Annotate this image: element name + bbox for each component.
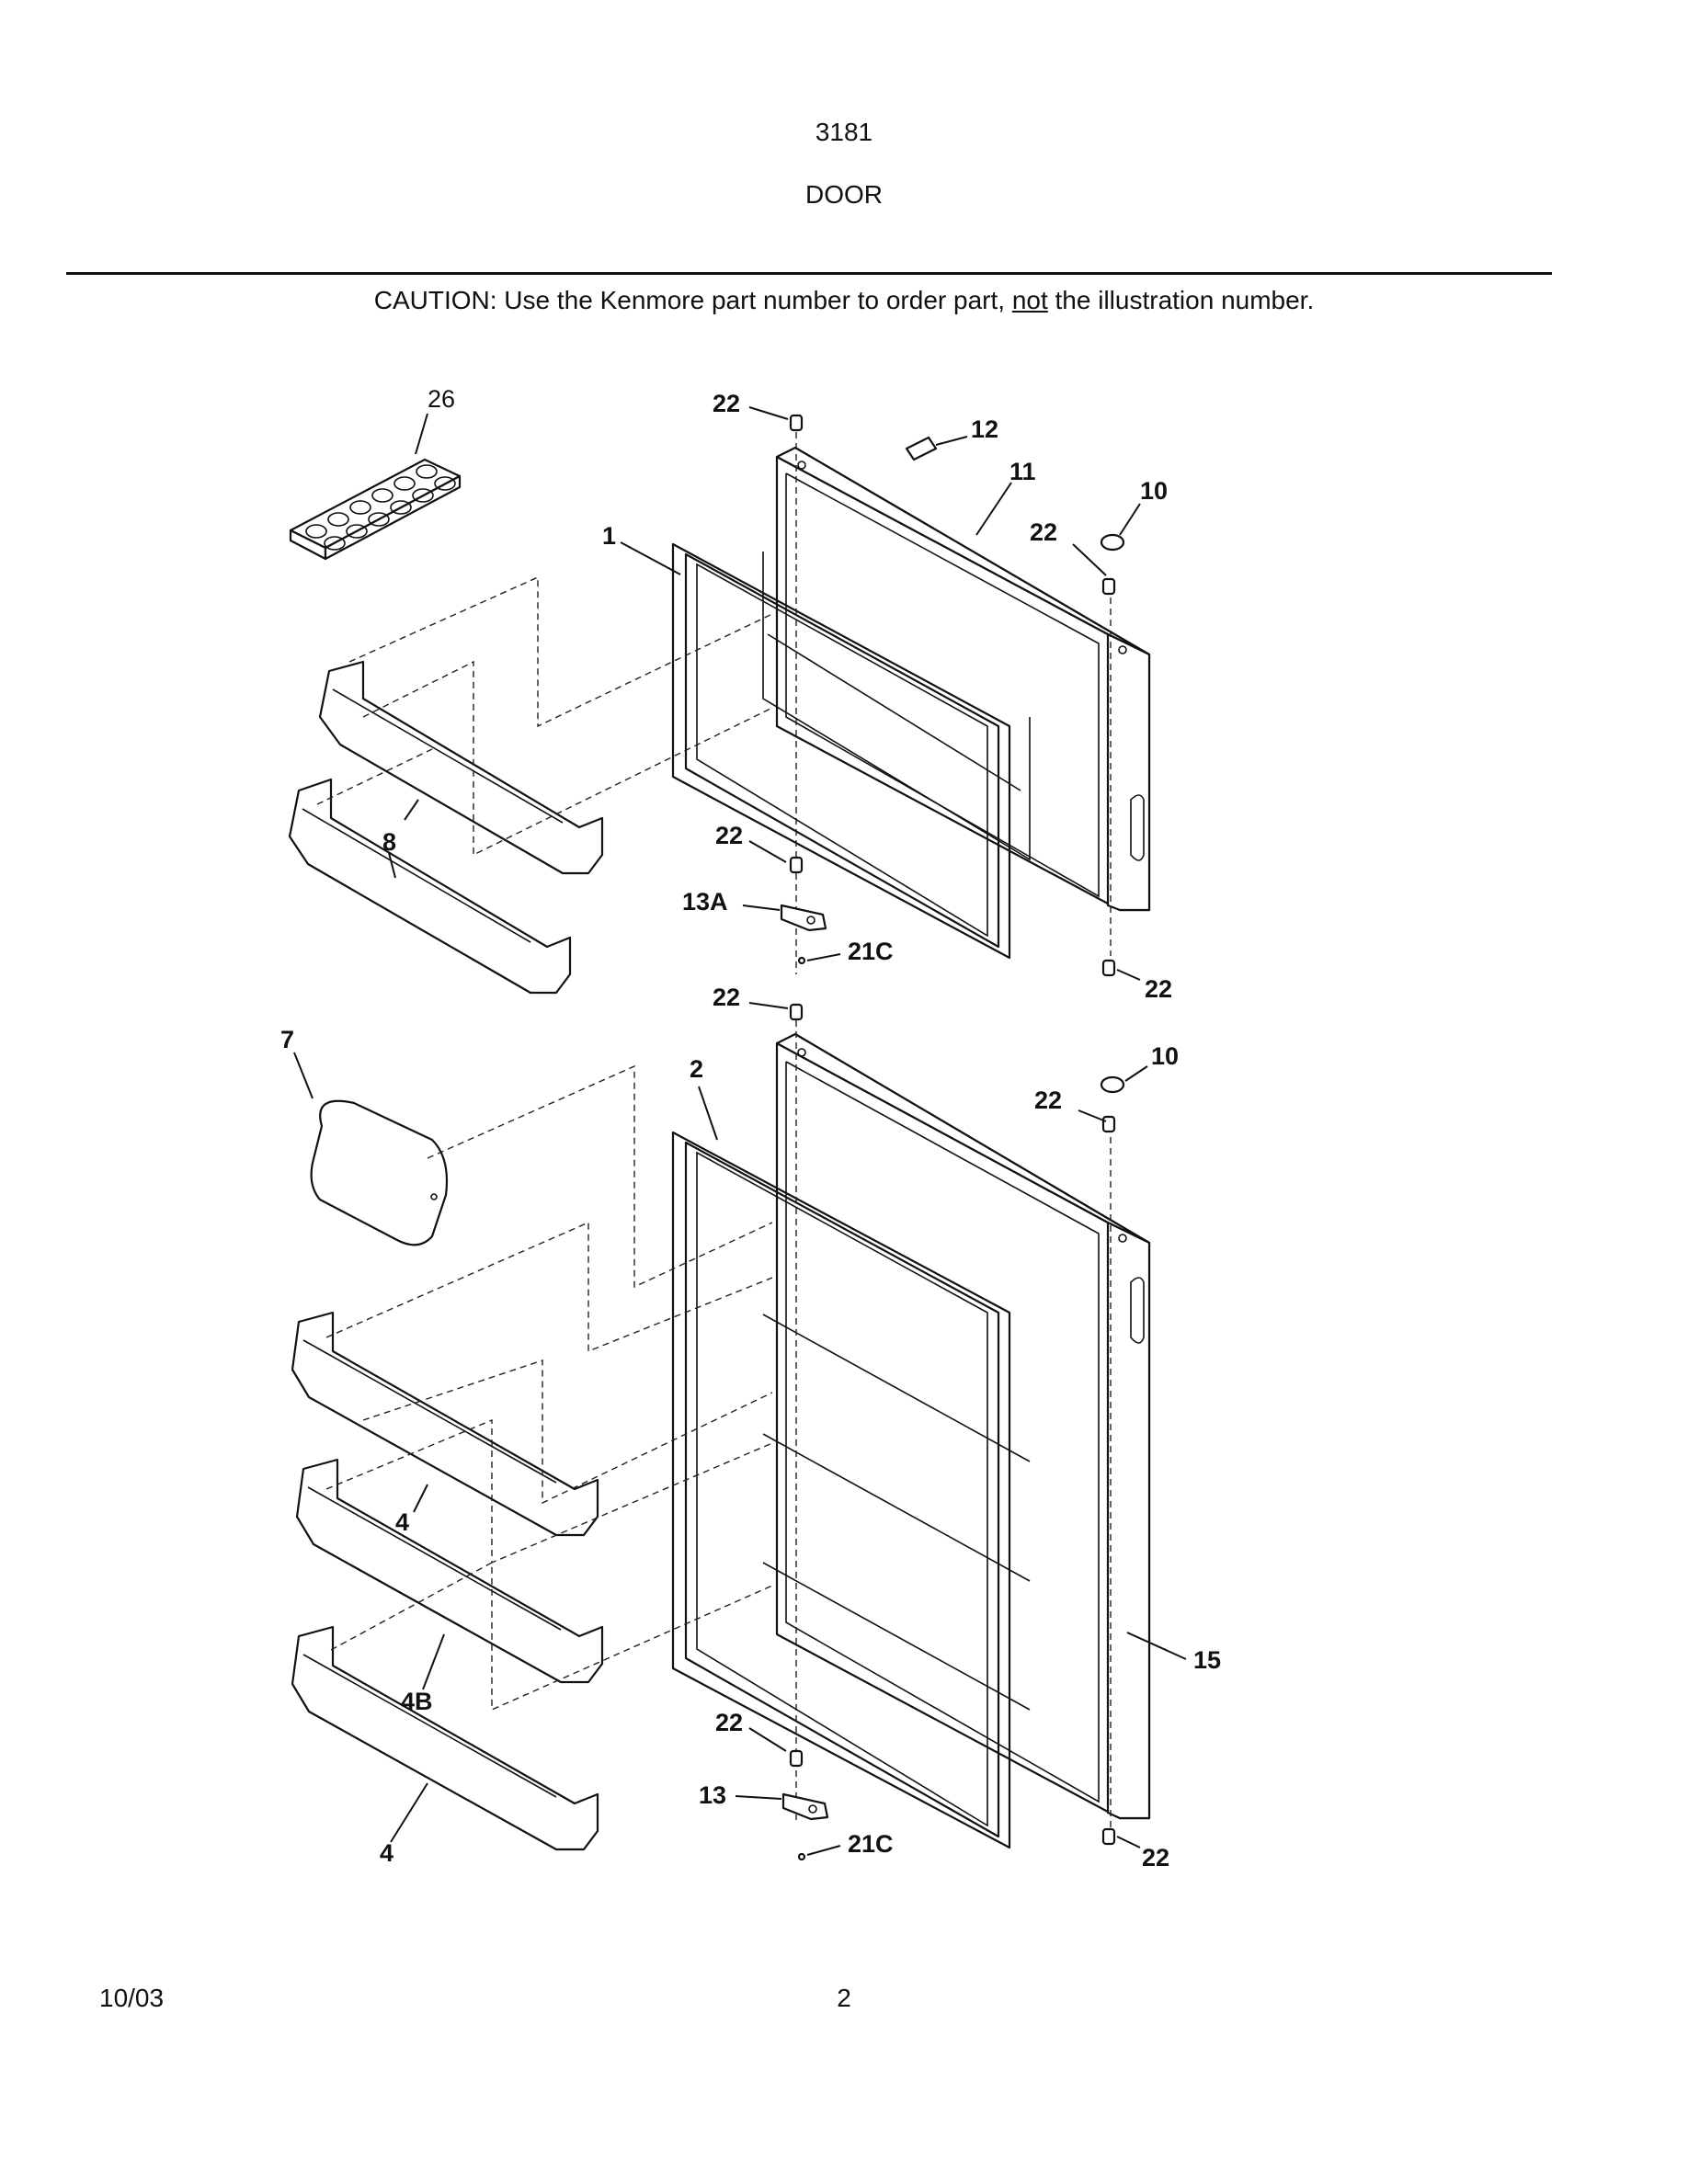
door-shelf-part-1: [318, 660, 604, 875]
callout-8: 8: [382, 828, 396, 856]
door-shelf-part-2: [288, 778, 572, 995]
callout-1: 1: [602, 522, 616, 550]
caution-suffix: the illustration number.: [1047, 286, 1315, 314]
callout-22-freezer-bottom: 22: [1145, 975, 1172, 1003]
callout-10-lower: 10: [1151, 1042, 1179, 1070]
callout-22-lower-right: 22: [1034, 1086, 1062, 1114]
callout-13: 13: [699, 1781, 726, 1809]
callout-15: 15: [1193, 1646, 1221, 1674]
callout-22-bottom: 22: [1142, 1844, 1169, 1871]
callout-12: 12: [971, 415, 998, 443]
freezer-door-part: [762, 446, 1151, 912]
footer-date: 10/03: [99, 1984, 165, 2012]
hinge-brackets: [780, 904, 829, 1821]
callout-2: 2: [690, 1055, 703, 1083]
callout-21c-lower: 21C: [848, 1830, 894, 1858]
model-number: 3181: [815, 118, 873, 146]
callout-11: 11: [1009, 458, 1036, 485]
callout-4b: 4B: [401, 1688, 433, 1715]
fresh-food-gasket-part: [671, 1131, 1011, 1849]
alignment-lines: [316, 432, 1112, 1829]
callout-22-fresh-hinge: 22: [715, 1709, 743, 1736]
dairy-bin-part: [310, 1099, 449, 1246]
callout-4-upper: 4: [395, 1508, 409, 1536]
callout-22-top: 22: [713, 390, 740, 417]
callout-7: 7: [280, 1026, 294, 1053]
callout-26: 26: [428, 385, 455, 413]
header-rule: [66, 272, 1552, 275]
caution-emphasis: not: [1011, 286, 1048, 314]
callout-22-middle: 22: [713, 984, 740, 1011]
door-shelf-part-5: [291, 1625, 599, 1851]
callout-10-upper: 10: [1140, 477, 1168, 505]
ice-tray-part: [289, 458, 462, 561]
caution-note: CAUTION: Use the Kenmore part number to …: [0, 286, 1688, 315]
callout-4-lower: 4: [380, 1839, 393, 1867]
door-shelf-part-3: [291, 1311, 599, 1537]
callout-22-freezer-hinge: 22: [715, 822, 743, 849]
door-shelf-part-4: [295, 1458, 604, 1684]
callout-22-upper-right: 22: [1030, 518, 1057, 546]
callout-21c-upper: 21C: [848, 938, 894, 965]
freezer-gasket-part: [671, 542, 1011, 960]
fresh-food-door-part: [762, 1032, 1151, 1820]
caution-prefix: CAUTION: Use the Kenmore part number to …: [373, 286, 1012, 314]
caps-and-clips: [905, 436, 1125, 1094]
leader-lines: [293, 406, 1187, 1856]
section-title: DOOR: [805, 180, 883, 209]
callout-13a: 13A: [682, 888, 728, 916]
page-number: 2: [837, 1984, 851, 2012]
hardware-screws: [789, 414, 1116, 1861]
